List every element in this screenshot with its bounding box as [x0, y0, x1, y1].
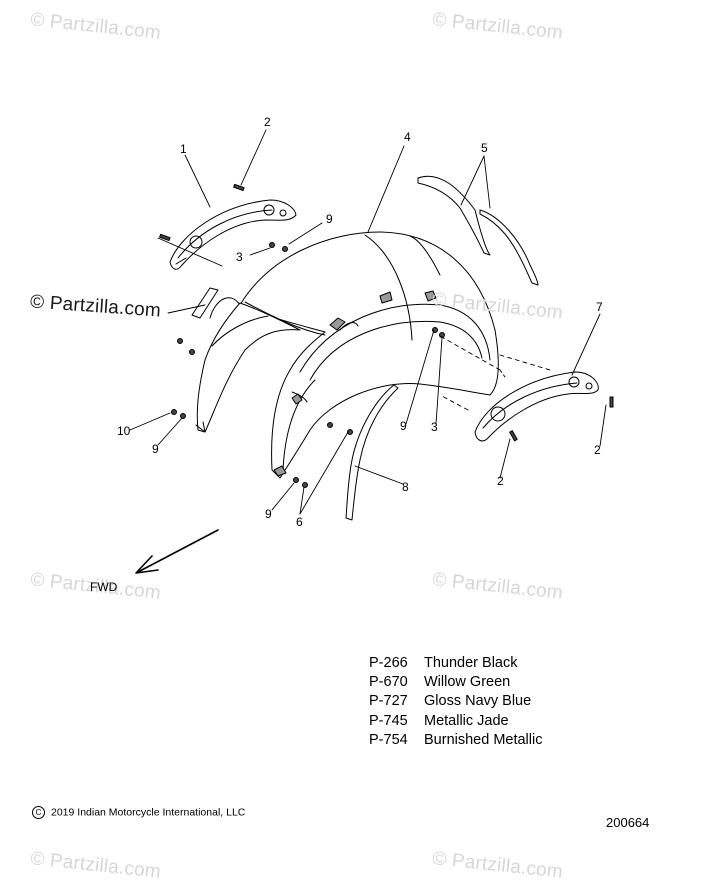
- callout-10[interactable]: 10: [117, 424, 131, 438]
- paint-name: Gloss Navy Blue: [424, 693, 532, 710]
- table-row: P-727 Gloss Navy Blue: [369, 693, 542, 712]
- table-row: P-745 Metallic Jade: [369, 713, 542, 732]
- forward-arrow: [135, 529, 219, 574]
- callout-3[interactable]: 3: [431, 420, 438, 434]
- forward-direction-label: FWD: [90, 580, 118, 594]
- paint-name: Metallic Jade: [424, 712, 509, 729]
- drawing-number: 200664: [606, 815, 650, 830]
- callout-8[interactable]: 8: [402, 480, 409, 494]
- callout-5[interactable]: 5: [481, 141, 488, 155]
- copyright-notice: C 2019 Indian Motorcycle International, L…: [32, 806, 245, 819]
- table-row: P-754 Burnished Metallic: [369, 732, 542, 751]
- rear-fender-part-4: [209, 231, 499, 479]
- paint-code: P-745: [369, 712, 408, 729]
- callout-2[interactable]: 2: [497, 474, 504, 488]
- left-rail-part-1: [169, 199, 297, 270]
- callout-1[interactable]: 1: [180, 142, 187, 156]
- callout-9[interactable]: 9: [265, 507, 272, 521]
- paint-code: P-670: [369, 674, 408, 691]
- small-trim-piece: [191, 287, 219, 319]
- callout-9[interactable]: 9: [152, 442, 159, 456]
- paint-name: Willow Green: [424, 674, 511, 691]
- fender-side-panel: [195, 302, 301, 433]
- paint-name: Thunder Black: [424, 655, 518, 671]
- edge-strip-part-8: [345, 384, 399, 521]
- callout-7[interactable]: 7: [596, 300, 603, 314]
- table-row: P-266 Thunder Black: [369, 655, 542, 674]
- paint-name: Burnished Metallic: [424, 731, 543, 748]
- callout-2[interactable]: 2: [264, 115, 271, 129]
- copyright-icon: C: [32, 806, 45, 819]
- paint-code: P-754: [369, 731, 408, 748]
- right-rail-part-7: [474, 371, 599, 442]
- trim-strips-part-5: [417, 175, 539, 286]
- callout-4[interactable]: 4: [404, 130, 411, 144]
- paint-code-table: P-266 Thunder Black P-670 Willow Green P…: [369, 655, 542, 751]
- callout-9[interactable]: 9: [326, 212, 333, 226]
- callout-2[interactable]: 2: [594, 443, 601, 457]
- table-row: P-670 Willow Green: [369, 674, 542, 693]
- paint-code: P-727: [369, 693, 408, 710]
- paint-code: P-266: [369, 655, 408, 671]
- callout-3[interactable]: 3: [236, 250, 243, 264]
- callout-6[interactable]: 6: [296, 515, 303, 529]
- leader-lines: [129, 129, 607, 515]
- callout-9[interactable]: 9: [400, 419, 407, 433]
- copyright-text: 2019 Indian Motorcycle International, LL…: [51, 806, 246, 819]
